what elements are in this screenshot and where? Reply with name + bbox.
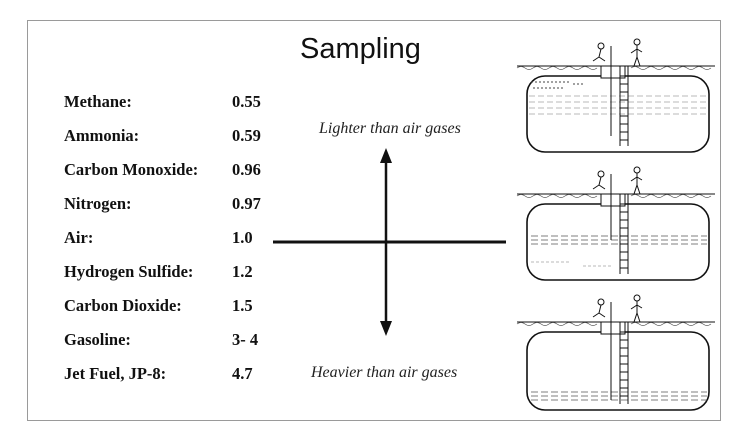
gas-value: 3- 4 [232, 330, 259, 349]
gas-value: 1.5 [232, 296, 253, 315]
heavier-than-air-label: Heavier than air gases [311, 364, 458, 381]
gas-name: Carbon Dioxide: [64, 296, 182, 315]
gas-name: Gasoline: [64, 330, 131, 349]
gas-value: 0.59 [232, 126, 261, 145]
gas-name: Hydrogen Sulfide: [64, 262, 194, 281]
tank-bottom-illustration [516, 294, 715, 411]
gas-name: Ammonia: [64, 126, 140, 145]
gas-name: Nitrogen: [64, 194, 132, 213]
tank-middle-illustration [516, 166, 715, 281]
lighter-than-air-label: Lighter than air gases [319, 120, 461, 137]
gas-name: Air: [64, 228, 94, 247]
gas-value: 4.7 [232, 364, 253, 383]
gas-value: 0.97 [232, 194, 261, 213]
gas-value: 1.0 [232, 228, 253, 247]
slide-title: Sampling [300, 33, 421, 65]
arrow-down-icon [380, 321, 392, 336]
gas-value: 1.2 [232, 262, 253, 281]
gas-name: Jet Fuel, JP-8: [64, 364, 167, 383]
arrow-up-icon [380, 148, 392, 163]
gas-name: Methane: [64, 92, 132, 111]
tank-top-illustration [516, 38, 715, 153]
gas-value: 0.96 [232, 160, 261, 179]
gas-value: 0.55 [232, 92, 261, 111]
gas-name: Carbon Monoxide: [64, 160, 199, 179]
